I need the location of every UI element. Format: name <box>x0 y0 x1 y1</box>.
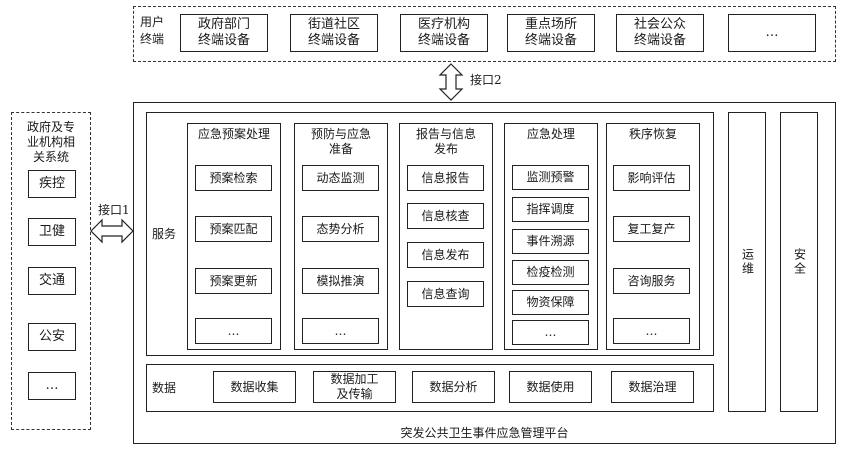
service-item: 信息报告 <box>407 165 484 191</box>
service-item: 信息查询 <box>407 281 484 307</box>
service-item: 预案更新 <box>195 268 272 294</box>
service-item: … <box>512 320 589 345</box>
data-item: 数据使用 <box>509 371 592 403</box>
gov-system-more: … <box>28 372 76 400</box>
terminal-medical: 医疗机构终端设备 <box>400 14 488 52</box>
service-item: 预案检索 <box>195 165 272 191</box>
security-label: 安全 <box>792 248 807 276</box>
ops-column: 运维 <box>728 112 766 412</box>
data-item: 数据加工及传输 <box>313 371 396 403</box>
service-item: … <box>195 318 272 344</box>
security-column: 安全 <box>780 112 818 412</box>
service-group-report <box>399 123 493 350</box>
service-item: … <box>302 318 379 344</box>
service-item: 态势分析 <box>302 216 379 242</box>
data-item: 数据治理 <box>611 371 694 403</box>
data-item: 数据分析 <box>412 371 495 403</box>
interface2-arrow <box>438 63 464 101</box>
user-terminal-band <box>133 6 836 62</box>
service-group-title: 报告与信息发布 <box>415 127 476 156</box>
service-item: 预案匹配 <box>195 216 272 242</box>
service-item: 监测预警 <box>512 165 589 190</box>
service-group-title: 应急处理 <box>526 126 575 141</box>
service-item: 咨询服务 <box>613 268 690 294</box>
service-item: … <box>613 318 690 344</box>
service-item: 指挥调度 <box>512 197 589 222</box>
gov-system-health: 卫健 <box>28 218 76 246</box>
platform-title: 突发公共卫生事件应急管理平台 <box>400 425 569 440</box>
interface2-label: 接口2 <box>470 73 502 87</box>
service-item: 信息发布 <box>407 242 484 268</box>
service-item: 信息核查 <box>407 203 484 229</box>
service-item: 复工复产 <box>613 216 690 242</box>
gov-systems-title: 政府及专业机构相关系统 <box>26 119 75 164</box>
terminal-gov: 政府部门终端设备 <box>180 14 268 52</box>
interface1-arrow <box>90 218 134 244</box>
interface1-label: 接口1 <box>98 203 130 217</box>
terminal-key-venue: 重点场所终端设备 <box>507 14 595 52</box>
service-label: 服务 <box>152 227 177 241</box>
data-item: 数据收集 <box>213 371 296 403</box>
terminal-community: 街道社区终端设备 <box>290 14 378 52</box>
service-group-title: 应急预案处理 <box>197 126 270 141</box>
service-item: 动态监测 <box>302 165 379 191</box>
terminal-public: 社会公众终端设备 <box>616 14 704 52</box>
gov-systems-panel <box>11 112 91 430</box>
user-terminal-label: 用户终端 <box>140 15 165 46</box>
service-item: 物资保障 <box>512 290 589 315</box>
service-group-title: 预防与应急准备 <box>310 127 371 156</box>
gov-system-police: 公安 <box>28 323 76 351</box>
gov-system-transport: 交通 <box>28 267 76 295</box>
service-group-title: 秩序恢复 <box>628 126 677 141</box>
service-item: 模拟推演 <box>302 268 379 294</box>
gov-system-cdc: 疾控 <box>28 170 76 198</box>
service-item: 影响评估 <box>613 165 690 191</box>
service-item: 事件溯源 <box>512 229 589 254</box>
terminal-more: … <box>728 14 816 52</box>
ops-label: 运维 <box>740 248 755 276</box>
data-label: 数据 <box>152 381 177 395</box>
service-item: 检疫检测 <box>512 260 589 285</box>
